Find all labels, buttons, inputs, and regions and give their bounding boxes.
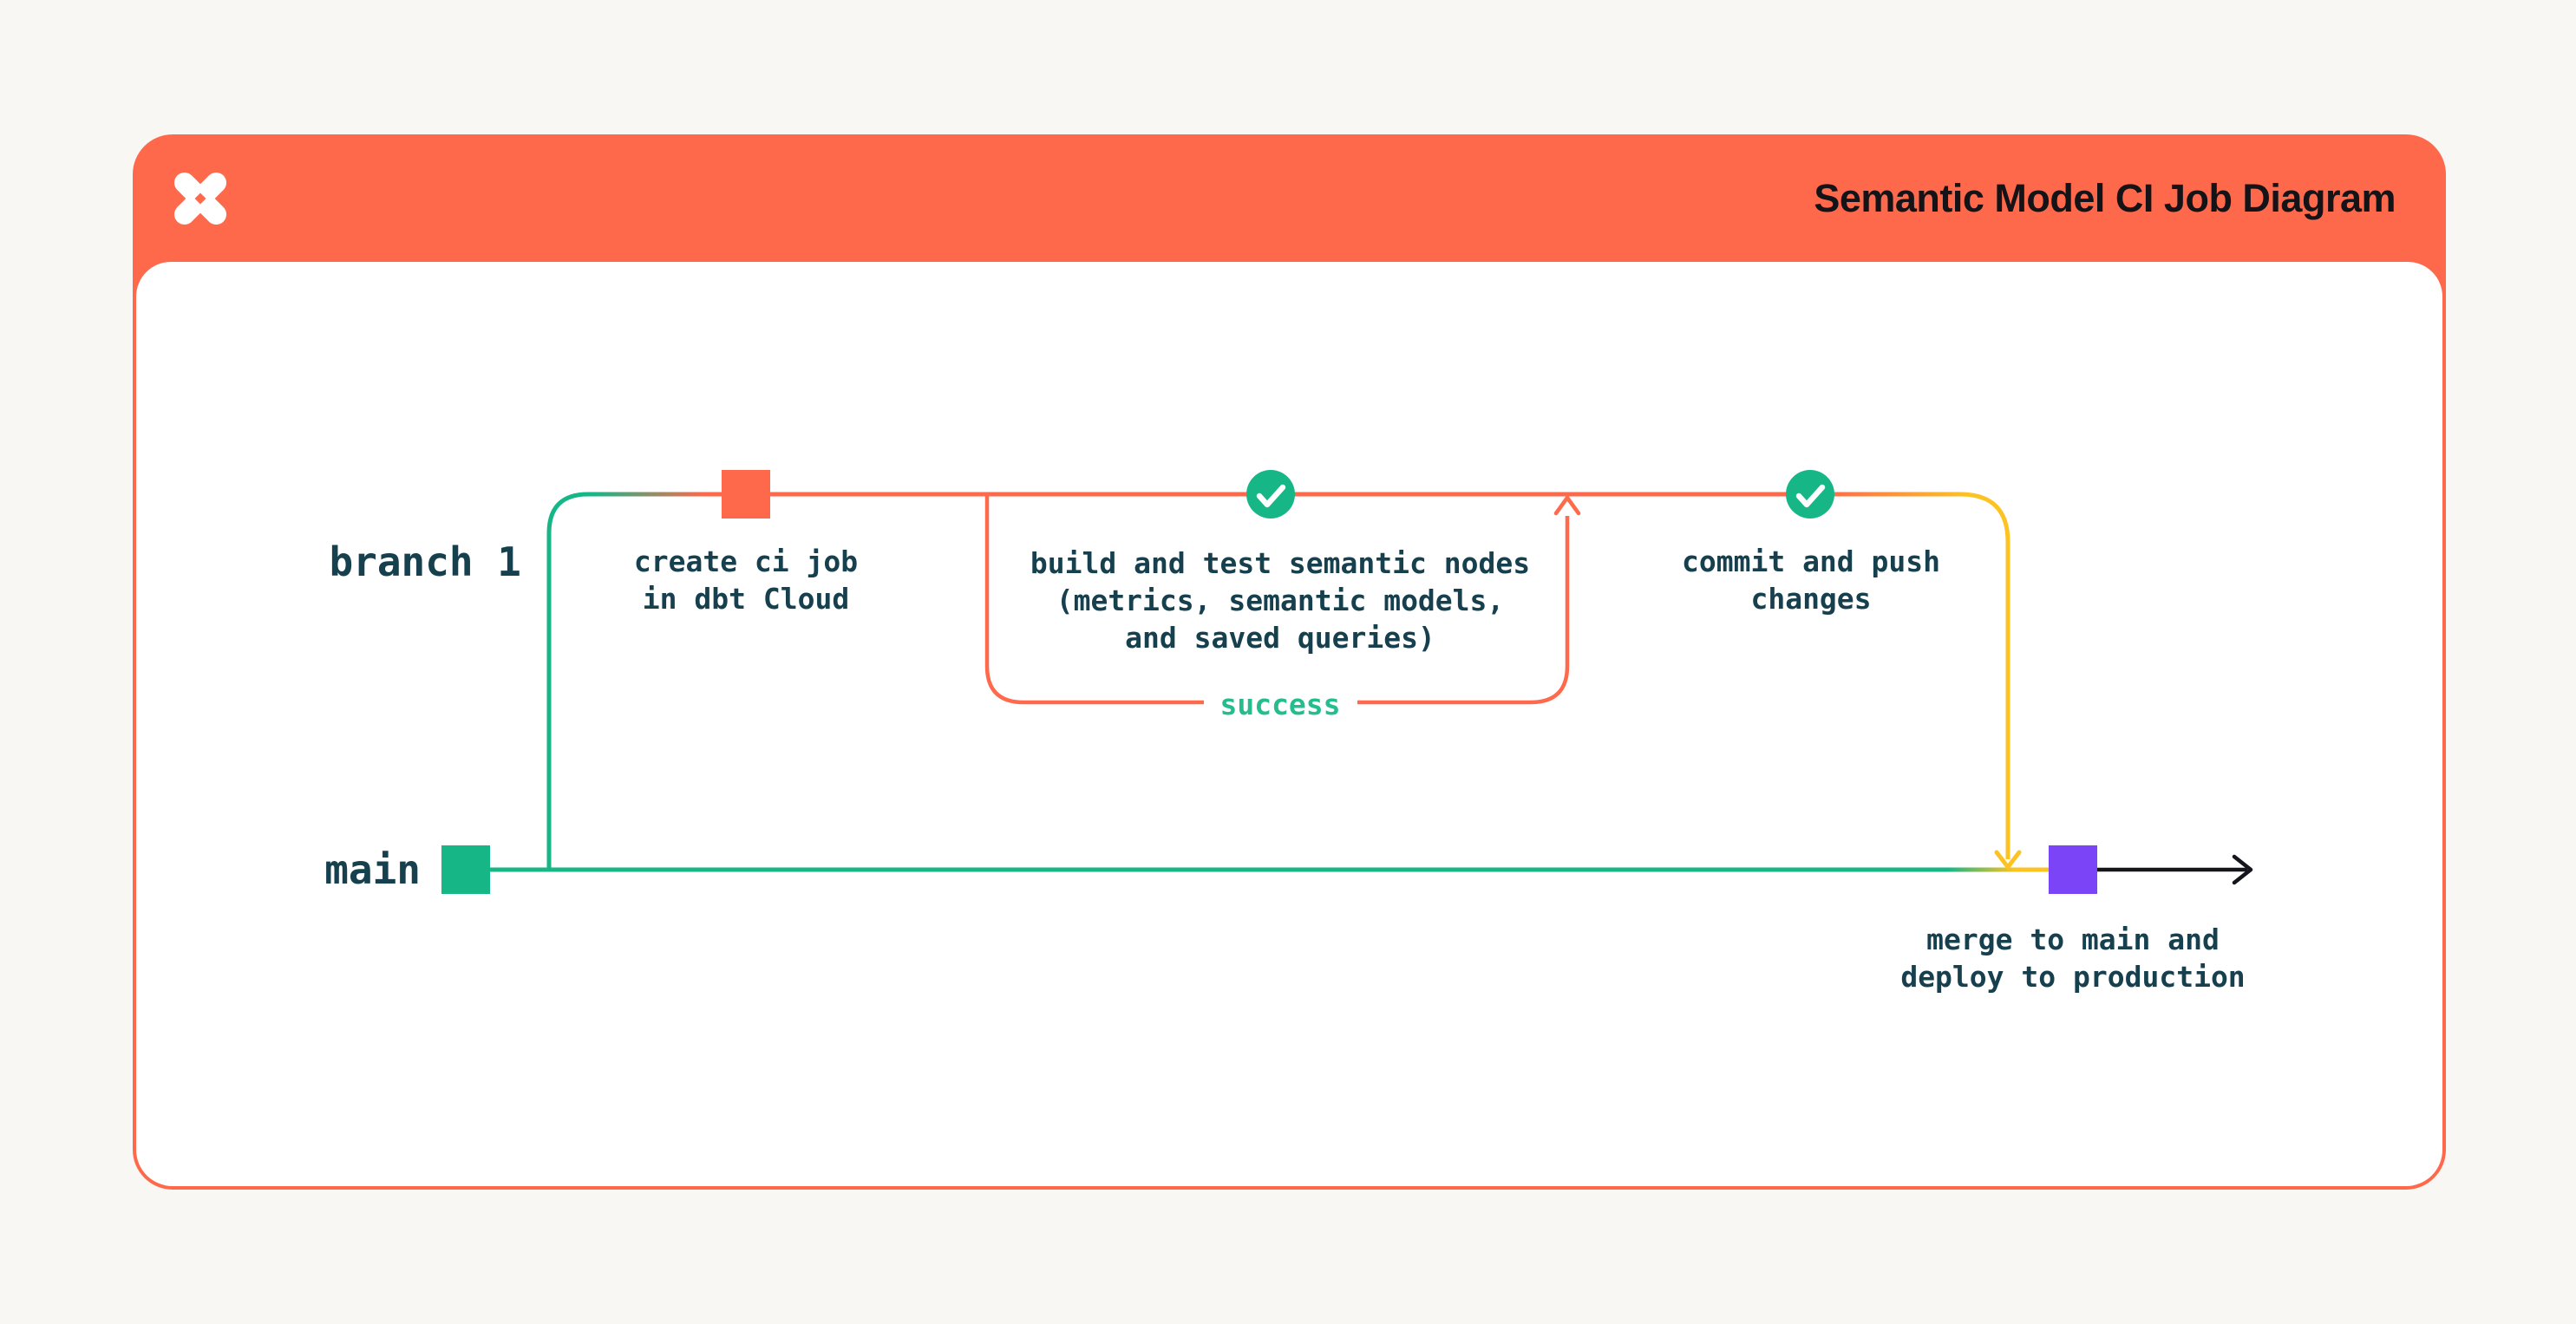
- node-text-line: in dbt Cloud: [642, 582, 850, 616]
- success-loop-arrowhead-icon: [1553, 495, 1581, 516]
- node-text-line: merge to main and: [1926, 923, 2220, 956]
- card-header: Semantic Model CI Job Diagram: [133, 134, 2446, 262]
- node-text-line: create ci job: [633, 545, 859, 578]
- success-loop-line: [984, 496, 1570, 705]
- production-arrowhead-icon: [2232, 854, 2253, 885]
- main-label: main: [324, 846, 421, 893]
- diagram-card: Semantic Model CI Job Diagram: [133, 134, 2446, 1190]
- merge-commit-square: [2049, 845, 2097, 894]
- node-text-line: changes: [1750, 582, 1872, 616]
- diagram-canvas: [136, 262, 2442, 1186]
- git-flow-diagram: [441, 470, 2253, 894]
- node-text-line: commit and push: [1681, 545, 1941, 578]
- success-label: success: [1219, 688, 1341, 721]
- commit-push-check-icon: [1786, 470, 1834, 519]
- node-text-line: and saved queries): [1125, 621, 1435, 655]
- node-commit-and-push: commit and push changes: [1682, 543, 1940, 617]
- build-test-check-icon: [1246, 470, 1295, 519]
- dbt-logo-icon: [173, 172, 227, 225]
- main-commit-square: [441, 845, 490, 894]
- node-text-line: build and test semantic nodes: [1030, 546, 1531, 580]
- node-create-ci-job: create ci job in dbt Cloud: [634, 543, 858, 617]
- node-text-line: deploy to production: [1900, 960, 2246, 994]
- page-title: Semantic Model CI Job Diagram: [1814, 175, 2396, 220]
- node-merge-to-main: merge to main and deploy to production: [1900, 921, 2245, 995]
- branch-1-label: branch 1: [329, 538, 521, 585]
- merge-arrowhead-icon: [1994, 850, 2022, 870]
- node-build-and-test: build and test semantic nodes (metrics, …: [1030, 545, 1530, 656]
- create-ci-commit-square: [722, 470, 770, 519]
- node-text-line: (metrics, semantic models,: [1056, 584, 1505, 617]
